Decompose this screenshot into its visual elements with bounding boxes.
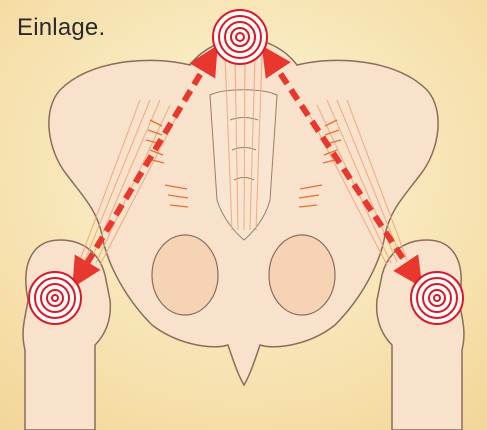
right-obturator-foramen bbox=[269, 235, 335, 315]
caption-text: Einlage. bbox=[17, 14, 105, 42]
target-top bbox=[213, 10, 267, 64]
left-obturator-foramen bbox=[152, 235, 218, 315]
target-left-hip bbox=[29, 272, 81, 324]
target-right-hip bbox=[411, 272, 463, 324]
